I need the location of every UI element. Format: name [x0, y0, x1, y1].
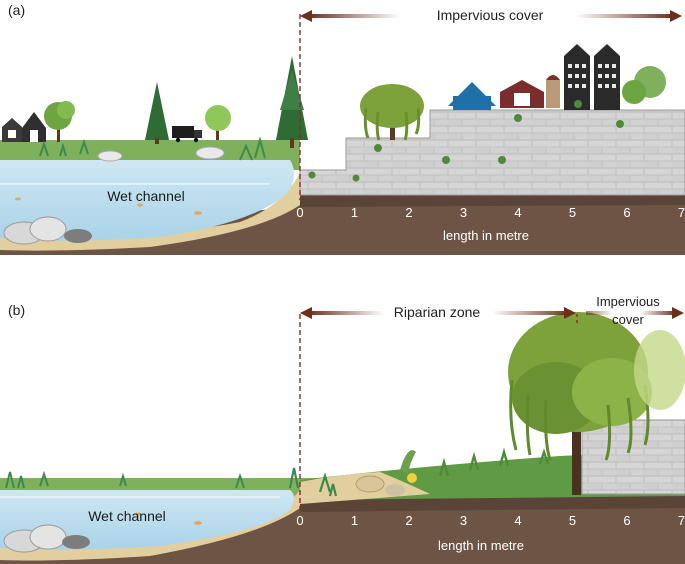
brick-wall — [299, 109, 685, 196]
water-body — [0, 160, 294, 241]
tick-label: 6 — [623, 205, 630, 220]
water-label: Wet channel — [88, 508, 166, 524]
tick-label: 3 — [460, 205, 467, 220]
tree-icon — [205, 105, 231, 140]
tick-label: 5 — [569, 205, 576, 220]
tree-icon — [622, 66, 666, 104]
water-label: Wet channel — [107, 188, 185, 204]
zone-label: Impervious cover — [437, 7, 544, 23]
zone-label: cover — [612, 312, 644, 327]
tick-label: 1 — [351, 513, 358, 528]
tree-icon — [145, 82, 169, 144]
vine-leaves — [308, 100, 624, 182]
axis-label: length in metre — [443, 228, 529, 243]
axis-label: length in metre — [438, 538, 524, 553]
tree-icon — [44, 101, 75, 142]
water-body — [0, 490, 294, 550]
tick-label: 7 — [678, 205, 685, 220]
zone-label: Impervious — [596, 294, 660, 309]
skyscraper-icon — [564, 44, 620, 110]
zone-label: Riparian zone — [394, 304, 481, 320]
rock-icon — [3, 475, 405, 553]
brick-wall — [581, 419, 685, 495]
panel-label-a: (a) — [8, 2, 25, 18]
barn-icon — [2, 112, 46, 142]
fish-icon — [15, 197, 202, 215]
truck-icon — [172, 126, 202, 143]
tick-label: 1 — [351, 205, 358, 220]
barn-icon — [500, 75, 560, 108]
tick-label: 2 — [405, 205, 412, 220]
zone-arrow — [300, 307, 684, 319]
zone-arrow — [300, 10, 682, 22]
willow-tree-icon — [508, 312, 685, 495]
axis-ticks: 0 1 2 3 4 5 6 7 — [296, 205, 685, 220]
panel-a: (a) — [0, 2, 685, 255]
tick-label: 7 — [678, 513, 685, 528]
shrub-icon — [39, 136, 266, 162]
axis-ticks: 0 1 2 3 4 5 6 7 — [296, 513, 685, 528]
rock-icon — [3, 216, 92, 245]
willow-tree-icon — [360, 84, 424, 141]
tick-label: 0 — [296, 513, 303, 528]
tick-label: 4 — [514, 205, 521, 220]
panel-b: (b) — [0, 294, 685, 564]
tick-label: 0 — [296, 205, 303, 220]
panel-label-b: (b) — [8, 302, 25, 318]
tick-label: 5 — [569, 513, 576, 528]
fish-icon — [135, 512, 202, 525]
tick-label: 2 — [405, 513, 412, 528]
house-icon — [448, 82, 496, 110]
tree-icon — [276, 56, 308, 148]
tick-label: 6 — [623, 513, 630, 528]
tick-label: 4 — [514, 513, 521, 528]
sand-bank — [0, 172, 300, 251]
shrub-icon — [5, 447, 550, 497]
tick-label: 3 — [460, 513, 467, 528]
